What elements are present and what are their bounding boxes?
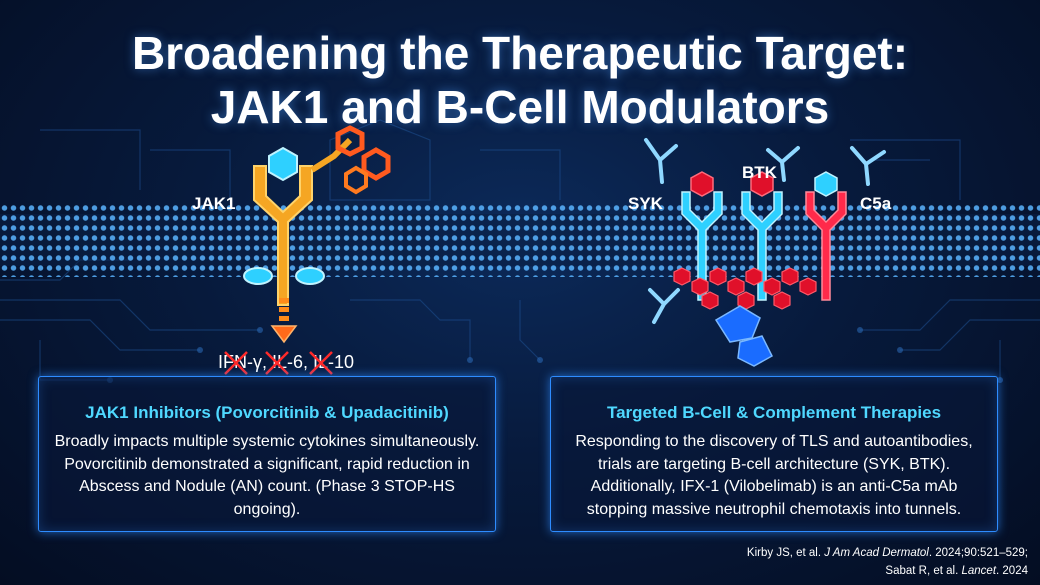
citation-2-journal: Lancet — [961, 565, 997, 577]
citation-1-journal: J Am Acad Dermatol — [824, 547, 929, 559]
syk-receptor-icon — [681, 171, 723, 301]
citation-2-authors: Sabat R, et al. — [885, 565, 962, 577]
citation-2-rest: . 2024 — [996, 565, 1028, 577]
jak1-label: JAK1 — [192, 194, 236, 213]
btk-label: BTK — [742, 163, 777, 182]
jak1-receptor-icon — [243, 125, 391, 306]
b-cell-therapies-body: Responding to the discovery of TLS and a… — [575, 433, 973, 518]
complement-cluster — [714, 305, 773, 367]
citation-1-authors: Kirby JS, et al. — [746, 547, 825, 559]
jak1-inhibitors-panel: JAK1 Inhibitors (Povorcitinib & Upadacit… — [38, 376, 496, 532]
cytokines-label: IFN-γ, IL-6, IL-10 — [218, 352, 355, 372]
jak1-inhibitors-body: Broadly impacts multiple systemic cytoki… — [54, 433, 480, 518]
btk-receptor-icon — [741, 171, 783, 301]
citation-1-rest: . 2024;90:521–529; — [928, 547, 1028, 559]
down-arrow-icon — [270, 298, 298, 344]
c5a-receptor-icon — [805, 171, 847, 301]
page-title-line-1: Broadening the Therapeutic Target: — [131, 27, 909, 79]
cell-membrane — [0, 203, 1040, 277]
b-cell-therapies-heading: Targeted B-Cell & Complement Therapies — [606, 403, 942, 422]
jak1-inhibitors-heading: JAK1 Inhibitors (Povorcitinib & Upadacit… — [85, 403, 449, 422]
page-title-line-2: JAK1 and B-Cell Modulators — [210, 81, 830, 133]
citation-line-2: Sabat R, et al. Lancet. 2024 — [885, 565, 1028, 577]
syk-label: SYK — [628, 194, 663, 213]
antibody-icon — [644, 138, 886, 324]
hexagon-cluster — [673, 267, 817, 310]
citation-line-1: Kirby JS, et al. J Am Acad Dermatol. 202… — [747, 547, 1028, 559]
c5a-label: C5a — [860, 194, 892, 213]
cross-mark-icon — [224, 351, 333, 375]
b-cell-therapies-panel: Targeted B-Cell & Complement Therapies R… — [550, 376, 998, 532]
